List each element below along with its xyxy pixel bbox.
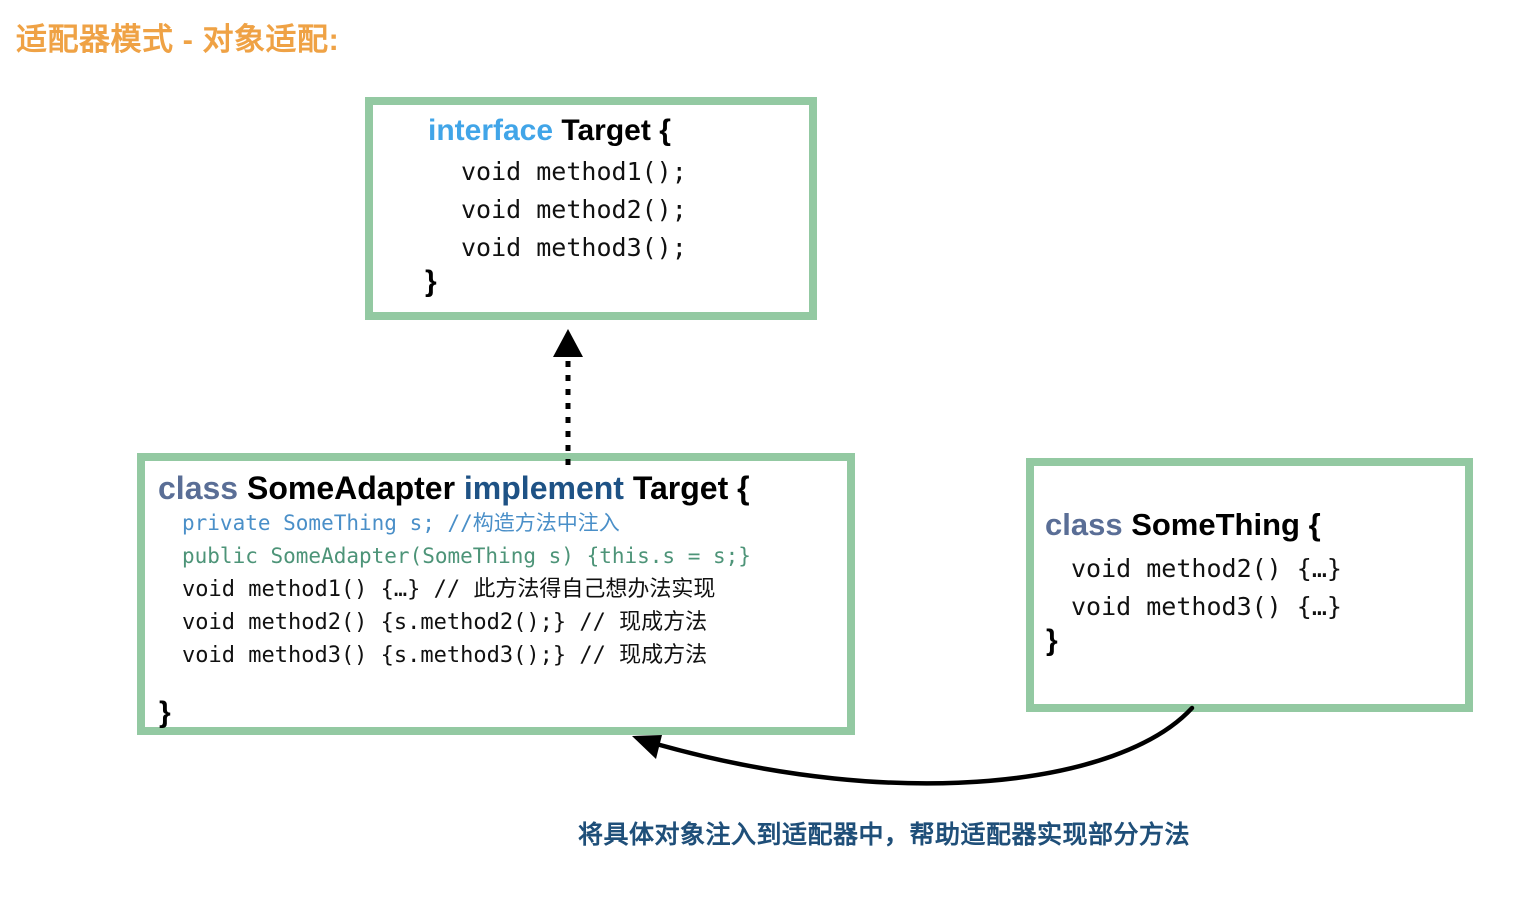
something-method-list: void method2() {…} void method3() {…}	[1071, 550, 1342, 626]
adapter-constructor: public SomeAdapter(SomeThing s) {this.s …	[182, 544, 751, 568]
target-method-3: void method3();	[461, 233, 687, 262]
target-method-1: void method1();	[461, 157, 687, 186]
something-class-name: SomeThing {	[1122, 507, 1321, 542]
adapter-method-2: void method2() {s.method2();} // 现成方法	[182, 610, 708, 635]
target-method-list: void method1(); void method2(); void met…	[461, 153, 687, 267]
adapter-field-declaration: private SomeThing s; //构造方法中注入	[182, 511, 620, 535]
target-class-name: Target {	[553, 114, 671, 147]
target-closing-brace: }	[425, 265, 437, 298]
adapter-closing-brace: }	[159, 696, 171, 729]
diagram-caption: 将具体对象注入到适配器中，帮助适配器实现部分方法	[578, 821, 1191, 849]
something-header: class SomeThing {	[1045, 507, 1321, 543]
adapter-class-name: SomeAdapter	[238, 470, 464, 506]
some-adapter-class-box: class SomeAdapter implement Target { pri…	[137, 453, 855, 735]
interface-keyword: interface	[428, 114, 554, 147]
something-method-2: void method2() {…}	[1071, 554, 1342, 583]
target-method-2: void method2();	[461, 195, 687, 224]
adapter-header: class SomeAdapter implement Target {	[158, 470, 750, 507]
class-keyword: class	[158, 470, 239, 506]
adapter-method-3: void method3() {s.method3();} // 现成方法	[182, 643, 708, 668]
page-title: 适配器模式 - 对象适配:	[16, 22, 340, 57]
something-closing-brace: }	[1046, 624, 1058, 657]
injection-arrow	[632, 705, 1195, 786]
adapter-body-list: private SomeThing s; //构造方法中注入 public So…	[182, 511, 751, 676]
adapter-implemented-interface: Target {	[623, 470, 750, 506]
implement-keyword: implement	[463, 470, 624, 506]
class-keyword: class	[1045, 507, 1123, 542]
adapter-method-1: void method1() {…} // 此方法得自己想办法实现	[182, 577, 716, 602]
target-interface-box: interface Target { void method1(); void …	[365, 97, 817, 320]
something-method-3: void method3() {…}	[1071, 592, 1342, 621]
something-class-box: class SomeThing { void method2() {…} voi…	[1026, 458, 1473, 712]
target-header: interface Target {	[428, 114, 671, 148]
realization-arrow	[553, 329, 583, 465]
